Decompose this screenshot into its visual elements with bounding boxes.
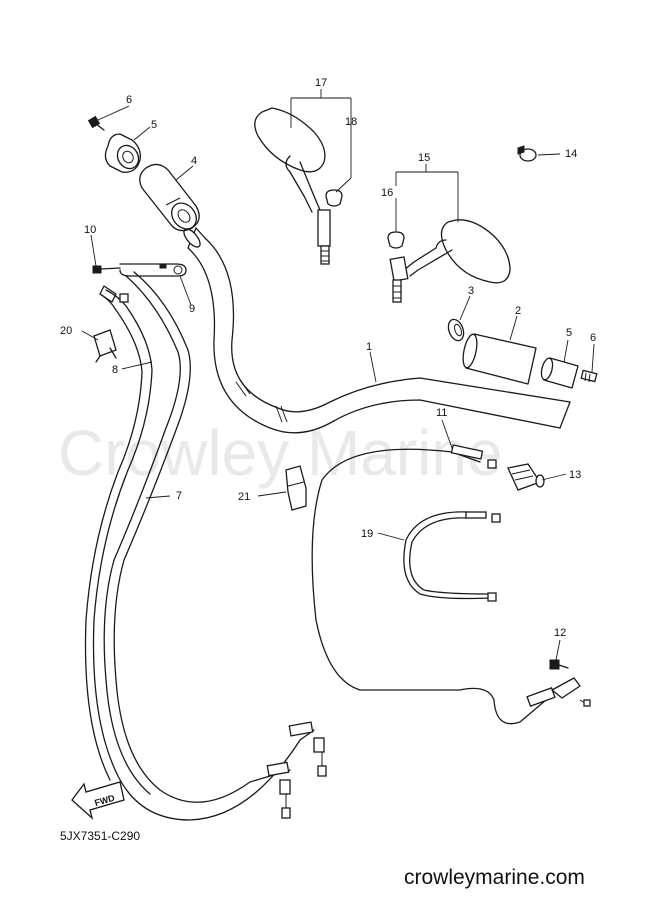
right-end-screw[interactable] xyxy=(580,369,598,383)
left-mirror-cap[interactable] xyxy=(325,189,343,207)
callout-20: 20 xyxy=(60,325,72,337)
right-mirror[interactable] xyxy=(389,219,511,303)
diagram-code: 5JX7351-C290 xyxy=(60,829,140,843)
right-bar-end-weight[interactable] xyxy=(539,357,579,389)
callout-6-right: 6 xyxy=(590,332,596,344)
callout-9: 9 xyxy=(189,303,195,315)
left-bar-end-weight[interactable] xyxy=(104,133,142,173)
callout-10: 10 xyxy=(84,224,96,236)
leader-lines xyxy=(81,89,595,661)
callout-13: 13 xyxy=(569,469,581,481)
cable-clip[interactable] xyxy=(285,465,307,511)
callout-15: 15 xyxy=(418,152,430,164)
right-grip[interactable] xyxy=(461,333,537,385)
handlebar[interactable] xyxy=(181,226,571,434)
callout-11: 11 xyxy=(436,407,447,419)
callout-17: 17 xyxy=(315,77,327,89)
hose-clamp[interactable] xyxy=(517,145,537,162)
watermark: Crowley Marine xyxy=(58,417,503,489)
left-grip[interactable] xyxy=(139,163,202,233)
long-control-cable[interactable] xyxy=(311,444,581,725)
callout-5-right: 5 xyxy=(566,327,572,339)
fwd-arrow-icon: FWD xyxy=(71,781,125,820)
left-mirror[interactable] xyxy=(254,107,331,265)
callout-2: 2 xyxy=(515,305,521,317)
callout-3: 3 xyxy=(468,285,474,297)
callout-16: 16 xyxy=(381,187,393,199)
left-end-screw[interactable] xyxy=(87,115,105,131)
callout-7: 7 xyxy=(176,490,182,502)
callout-1: 1 xyxy=(366,341,372,353)
throttle-ring[interactable] xyxy=(446,317,467,342)
short-control-cable[interactable] xyxy=(403,511,501,602)
callout-labels: 17 18 6 5 4 15 14 16 10 9 3 2 20 5 6 1 8… xyxy=(60,77,596,639)
callout-12: 12 xyxy=(554,627,566,639)
cable-bracket[interactable] xyxy=(92,263,187,277)
callout-21: 21 xyxy=(238,491,250,503)
right-mirror-cap[interactable] xyxy=(387,231,405,249)
callout-4: 4 xyxy=(191,155,197,167)
site-name: crowleymarine.com xyxy=(404,866,585,889)
cable-adjuster[interactable] xyxy=(507,463,545,491)
cable-holder[interactable] xyxy=(93,329,117,363)
callout-5-left: 5 xyxy=(151,119,157,131)
callout-14: 14 xyxy=(565,148,577,160)
callout-19: 19 xyxy=(361,528,373,540)
throttle-cable-assembly[interactable] xyxy=(84,271,327,821)
callout-6-left: 6 xyxy=(126,94,132,106)
callout-8: 8 xyxy=(112,364,118,376)
cable-bolt[interactable] xyxy=(549,659,591,707)
callout-18: 18 xyxy=(345,116,357,128)
